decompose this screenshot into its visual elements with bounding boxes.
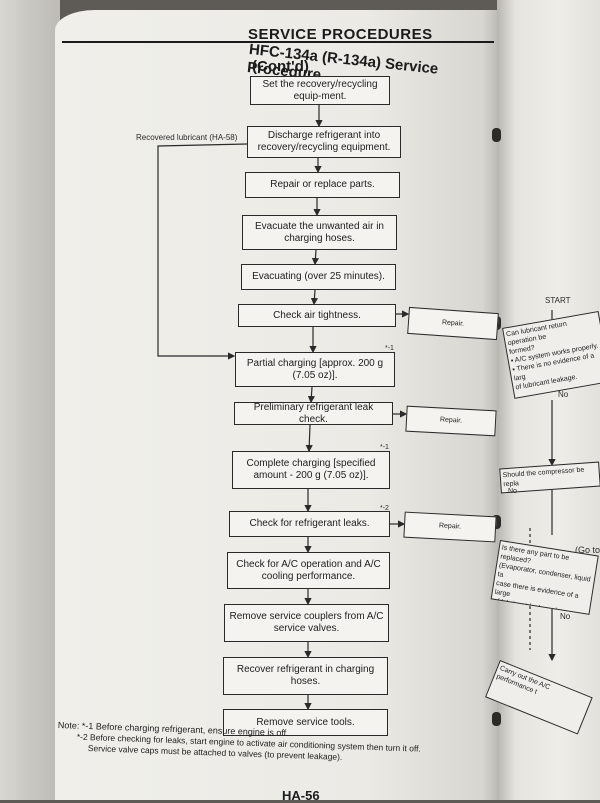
step-remove-service-tools: Remove service tools.: [223, 709, 388, 736]
note-mark-2: *-2: [380, 505, 389, 512]
section-title: SERVICE PROCEDURES: [248, 26, 433, 43]
step-recover-refrigerant: Recover refrigerant in charging hoses.: [223, 657, 388, 695]
no-label: No: [508, 488, 517, 495]
step-check-refrigerant-leaks: Check for refrigerant leaks.: [229, 511, 390, 537]
repair-box-2: Repair.: [405, 405, 497, 437]
step-preliminary-leak-check: Preliminary refrigerant leak check.: [234, 402, 393, 425]
step-check-air-tightness: Check air tightness.: [238, 304, 396, 327]
step-repair-replace-parts: Repair or replace parts.: [245, 172, 400, 198]
footnotes: Note: *-1 Before charging refrigerant, e…: [58, 720, 421, 762]
binder-ring: [492, 712, 501, 726]
step-partial-charging: Partial charging [approx. 200 g (7.05 oz…: [235, 352, 395, 387]
start-label: START: [545, 296, 571, 305]
goto-label: (Go to: [575, 545, 600, 555]
step-complete-charging: Complete charging [specified amount - 20…: [232, 451, 390, 489]
no-label: No: [558, 390, 569, 399]
step-remove-service-couplers: Remove service couplers from A/C service…: [224, 604, 389, 642]
no-label: No: [560, 612, 571, 621]
header-rule: [62, 41, 494, 43]
step-evacuate-air: Evacuate the unwanted air in charging ho…: [242, 215, 397, 250]
note-mark-1: *-1: [385, 345, 394, 352]
binder-ring: [492, 515, 501, 529]
procedure-title-cont: (Cont'd): [252, 58, 309, 75]
side-label: Recovered lubricant (HA-58): [136, 133, 238, 142]
step-check-ac-operation: Check for A/C operation and A/C cooling …: [227, 552, 390, 589]
step-set-recovery-equipment: Set the recovery/recycling equip-ment.: [250, 76, 390, 105]
note-mark-1: *-1: [380, 444, 389, 451]
page-number: HA-56: [282, 788, 320, 803]
binder-ring: [492, 128, 501, 142]
step-evacuating: Evacuating (over 25 minutes).: [241, 264, 396, 290]
repair-box-3: Repair.: [403, 511, 497, 543]
step-discharge-refrigerant: Discharge refrigerant into recovery/recy…: [247, 126, 401, 158]
page-stack-edge: [0, 0, 60, 800]
